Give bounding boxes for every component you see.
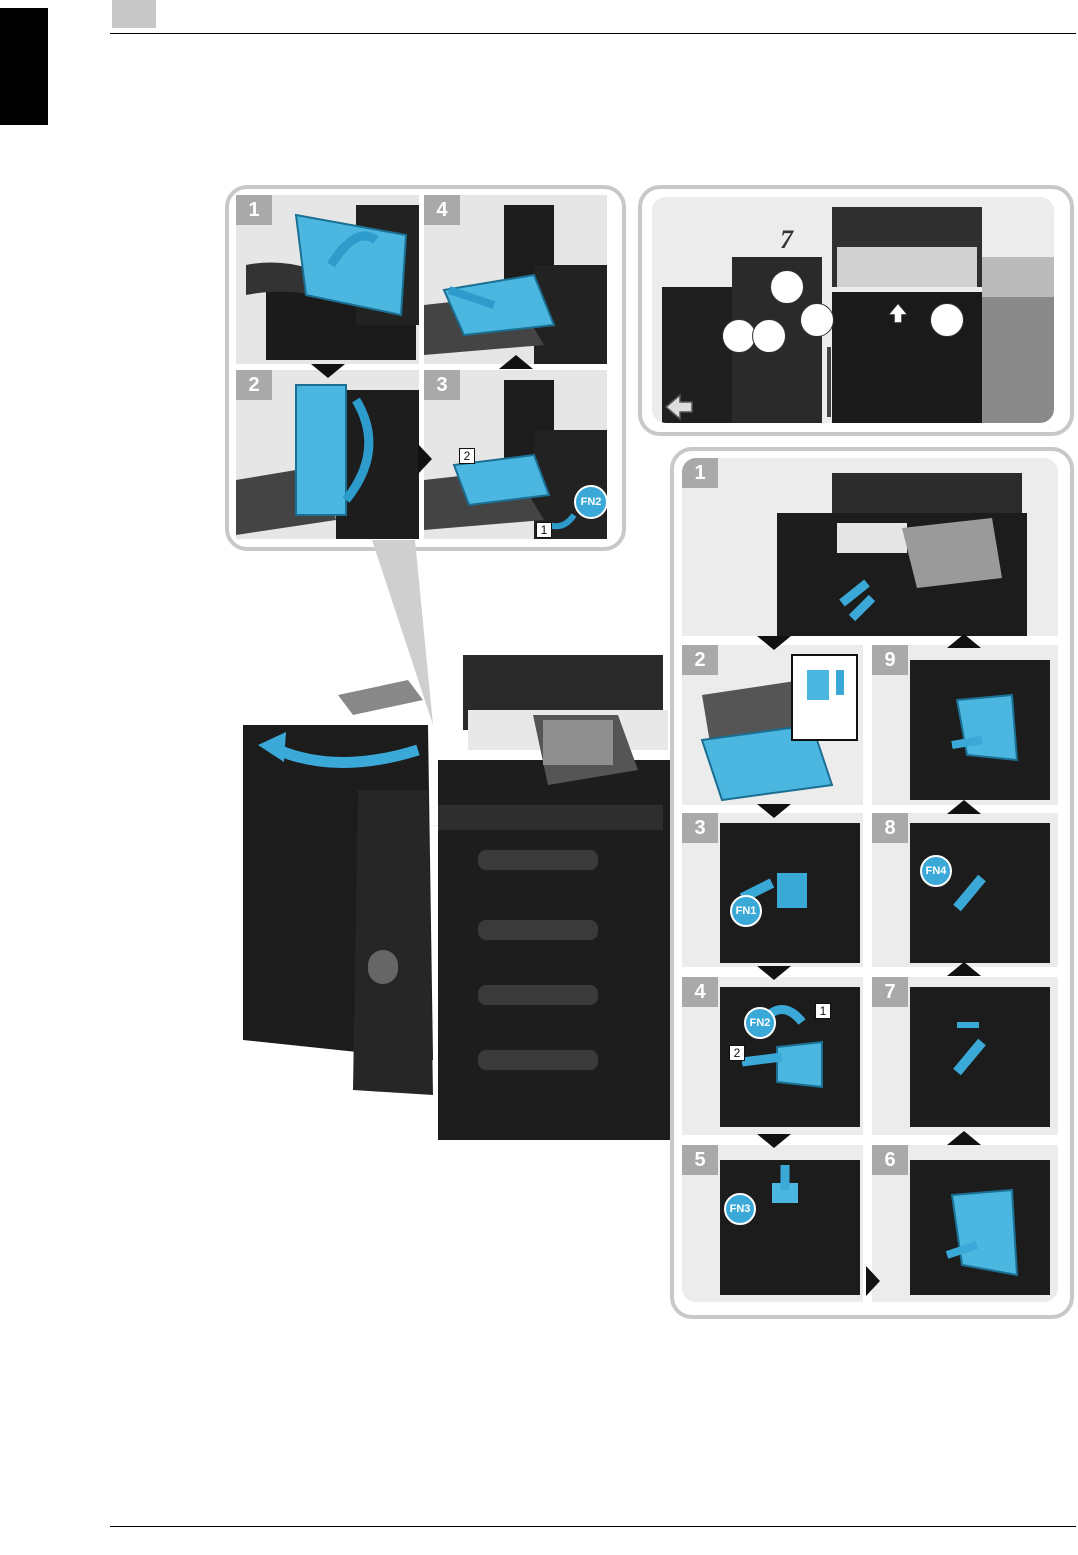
marker-box: 2 — [729, 1045, 745, 1061]
step-number: 9 — [872, 645, 908, 675]
arrow-up — [947, 962, 981, 976]
step-number: 5 — [682, 1145, 718, 1175]
fn-lever-badge: FN4 — [920, 855, 952, 887]
step-number: 8 — [872, 813, 908, 843]
step-number: 3 — [424, 370, 460, 400]
arrow-down — [757, 636, 791, 650]
location-circle — [800, 303, 834, 337]
arrow-down — [757, 1134, 791, 1148]
marker-box: 2 — [459, 448, 475, 464]
step-number: 6 — [872, 1145, 908, 1175]
location-circle — [770, 270, 804, 304]
step-number: 4 — [424, 195, 460, 225]
step-number: 3 — [682, 813, 718, 843]
fn-step-cell-6: 6 — [872, 1145, 1058, 1302]
location-number-label: 7 — [780, 225, 793, 255]
fn-step-cell-2: 2 — [682, 645, 863, 805]
step-number: 4 — [682, 977, 718, 1007]
location-circle — [752, 319, 786, 353]
arrow-right — [866, 1266, 880, 1296]
marker-box: 1 — [815, 1003, 831, 1019]
machine-overview — [652, 197, 1054, 423]
location-circle — [930, 303, 964, 337]
arrow-up — [947, 1131, 981, 1145]
fn-step-cell-5: 5 FN3 — [682, 1145, 863, 1302]
fn-step-cell-8: 8 FN4 — [872, 813, 1058, 967]
location-circle — [722, 319, 756, 353]
step-number: 2 — [682, 645, 718, 675]
machine-illustration — [238, 620, 678, 1140]
fn-lever-badge: FN2 — [574, 485, 607, 519]
arrow-down — [311, 364, 345, 378]
fn-step-cell-3: 3 FN1 — [682, 813, 863, 967]
step-number: 2 — [236, 370, 272, 400]
step-illustration — [682, 458, 1058, 636]
arrow-right — [418, 444, 432, 474]
fn-lever-badge: FN2 — [744, 1007, 776, 1039]
arrow-up — [947, 634, 981, 648]
arrow-down — [757, 804, 791, 818]
footer-rule — [110, 1526, 1076, 1527]
marker-box: 1 — [536, 522, 552, 538]
arrow-up — [947, 800, 981, 814]
step-number: 1 — [236, 195, 272, 225]
step-number: 1 — [682, 458, 718, 488]
arrow-down — [757, 966, 791, 980]
fn-step-cell-1: 1 — [682, 458, 1058, 636]
fn-lever-badge: FN3 — [724, 1193, 756, 1225]
arrow-up — [499, 355, 533, 369]
location-illustration: 7 — [652, 197, 1054, 423]
fn-step-cell-9: 9 — [872, 645, 1058, 805]
fn-step-cell-4: 4 FN2 1 2 — [682, 977, 863, 1135]
fn-step-cell-7: 7 — [872, 977, 1058, 1135]
fn-lever-badge: FN1 — [730, 895, 762, 927]
step-number: 7 — [872, 977, 908, 1007]
